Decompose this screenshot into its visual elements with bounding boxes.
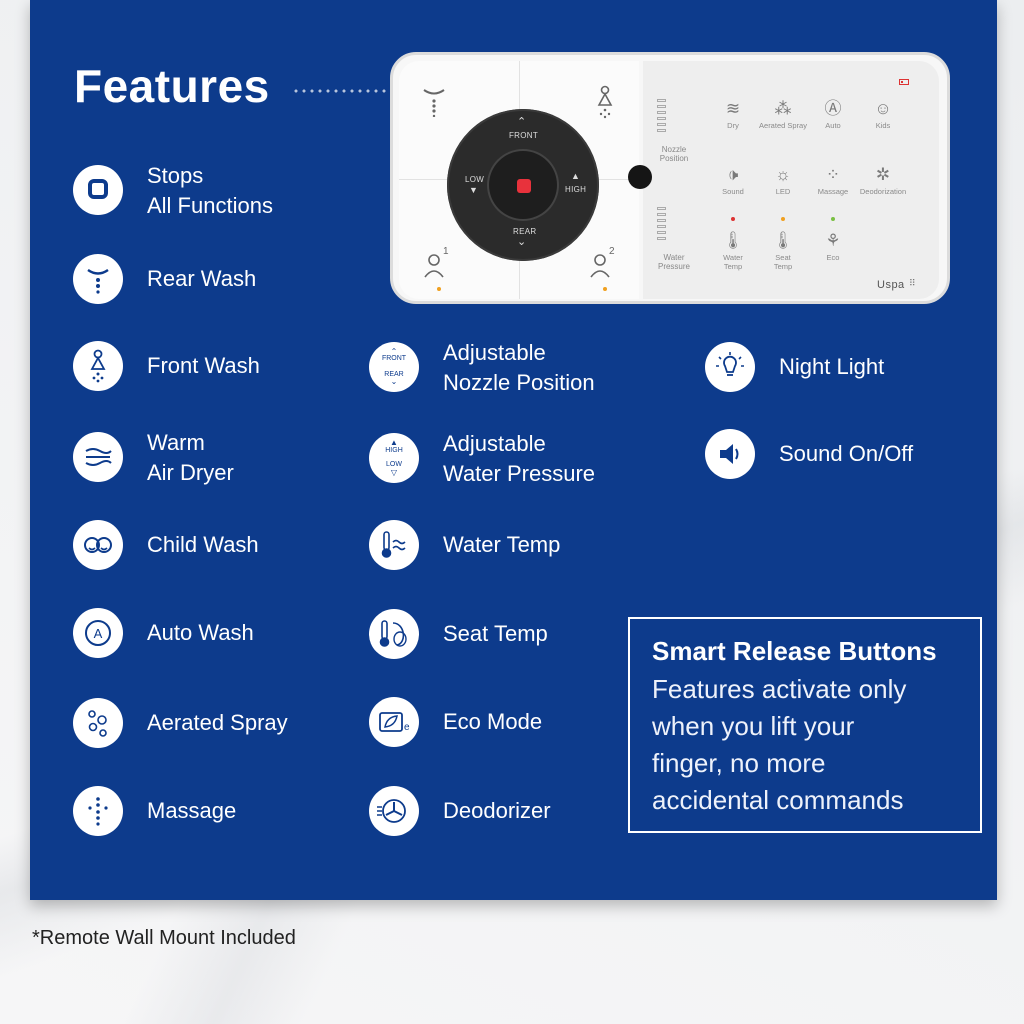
dry-button[interactable]: ≋Dry xyxy=(715,99,751,130)
night-light-icon xyxy=(705,342,755,392)
front-wash-icon xyxy=(73,341,123,391)
air-dryer-icon xyxy=(73,432,123,482)
led-button[interactable]: ☼LED xyxy=(765,165,801,196)
footnote: *Remote Wall Mount Included xyxy=(32,927,296,949)
eco-mode-icon: ⚘ xyxy=(825,231,841,250)
remote-left-section: 1 2 ⌃ FRONT LOW ▼ ▲ HIGH REAR ⌄ xyxy=(399,61,639,299)
feature-label: Massage xyxy=(147,798,237,823)
svg-text:e: e xyxy=(404,722,410,733)
indicator-light xyxy=(781,217,785,221)
dial-low-label: LOW xyxy=(465,175,485,184)
smart-release-callout: Smart Release Buttons Features activate … xyxy=(628,617,982,833)
feature-label: Aerated Spray xyxy=(147,710,288,735)
feature-label: Eco Mode xyxy=(443,709,543,734)
callout-title: Smart Release Buttons xyxy=(652,636,937,666)
deodorizer-icon xyxy=(369,786,419,836)
water-pressure-icon: ▲ HIGH LOW ▽ xyxy=(369,433,419,483)
indicator-light xyxy=(831,217,835,221)
eco-mode-icon: e xyxy=(369,697,419,747)
feature-label: Seat Temp xyxy=(443,621,548,646)
auto-wash-icon: A xyxy=(73,608,123,658)
brand-dots-icon: ⠿ xyxy=(909,278,916,288)
battery-icon xyxy=(899,79,909,85)
user-2-icon xyxy=(589,249,619,283)
user-2-number: 2 xyxy=(609,246,615,257)
dial-high-label: HIGH xyxy=(565,185,587,194)
dotted-connector xyxy=(292,89,388,93)
feature-label: Night Light xyxy=(779,354,885,379)
feature-label: Water Temp xyxy=(443,532,561,557)
auto-wash-icon: Ⓐ xyxy=(824,99,842,118)
feature-label: Deodorizer xyxy=(443,798,551,823)
indicator-light xyxy=(603,287,607,291)
rear-wash-icon xyxy=(421,87,447,121)
triangle-down-icon: ▼ xyxy=(469,185,478,195)
feature-label: Auto Wash xyxy=(147,620,254,645)
feature-label: Front Wash xyxy=(147,353,260,378)
front-wash-icon xyxy=(593,85,617,123)
massage-icon xyxy=(73,786,123,836)
deodorizer-icon: ✲ xyxy=(875,165,891,184)
stop-button[interactable] xyxy=(517,179,531,193)
water-temp-icon xyxy=(369,520,419,570)
seat-temp-icon xyxy=(369,609,419,659)
aerated-spray-icon: ⁂ xyxy=(774,99,792,118)
triangle-up-icon: ▲ xyxy=(571,171,580,181)
nozzle-position-icon: ⌃ FRONT REAR ⌄ xyxy=(369,342,419,392)
stop-square-icon xyxy=(73,165,123,215)
callout-body: Features activate only when you lift you… xyxy=(652,674,907,815)
night-light-icon: ☼ xyxy=(775,165,791,184)
air-dryer-icon: ≋ xyxy=(725,99,741,118)
chevron-down-icon: ⌄ xyxy=(517,236,527,248)
feature-label: Rear Wash xyxy=(147,266,257,291)
rear-wash-icon xyxy=(73,254,123,304)
aerated-spray-button[interactable]: ⁂Aerated Spray xyxy=(759,99,807,130)
speaker-icon: 🕩 xyxy=(727,165,739,184)
indicator-light xyxy=(437,287,441,291)
nozzle-position-levels xyxy=(657,99,667,135)
water-temp-icon: 🌡 xyxy=(722,231,744,250)
seat-temp-icon: 🌡 xyxy=(772,231,794,250)
indicator-light xyxy=(731,217,735,221)
chevron-up-icon: ⌃ xyxy=(517,116,527,128)
svg-text:A: A xyxy=(94,626,103,641)
brand-logo: Uspa xyxy=(877,279,905,291)
user-1-icon xyxy=(423,249,453,283)
child-wash-icon xyxy=(73,520,123,570)
dial-rear-label: REAR xyxy=(513,227,537,236)
deodorization-button[interactable]: ✲Deodorization xyxy=(859,165,907,196)
eco-button[interactable]: ⚘Eco xyxy=(815,231,851,262)
child-wash-icon: ☺ xyxy=(874,99,892,118)
control-dial[interactable]: ⌃ FRONT LOW ▼ ▲ HIGH REAR ⌄ xyxy=(447,109,599,261)
water-pressure-levels xyxy=(657,207,667,243)
user-1-number: 1 xyxy=(443,246,449,257)
temperature-knob[interactable] xyxy=(628,165,652,189)
massage-button[interactable]: ⁘Massage xyxy=(815,165,851,196)
feature-label: Sound On/Off xyxy=(779,441,914,466)
kids-button[interactable]: ☺Kids xyxy=(865,99,901,130)
page-title: Features xyxy=(74,60,270,112)
dial-front-label: FRONT xyxy=(509,131,539,140)
speaker-icon xyxy=(705,429,755,479)
feature-label: Child Wash xyxy=(147,532,259,557)
aerated-spray-icon xyxy=(73,698,123,748)
massage-icon: ⁘ xyxy=(825,165,841,184)
sound-button[interactable]: 🕩Sound xyxy=(715,165,751,196)
